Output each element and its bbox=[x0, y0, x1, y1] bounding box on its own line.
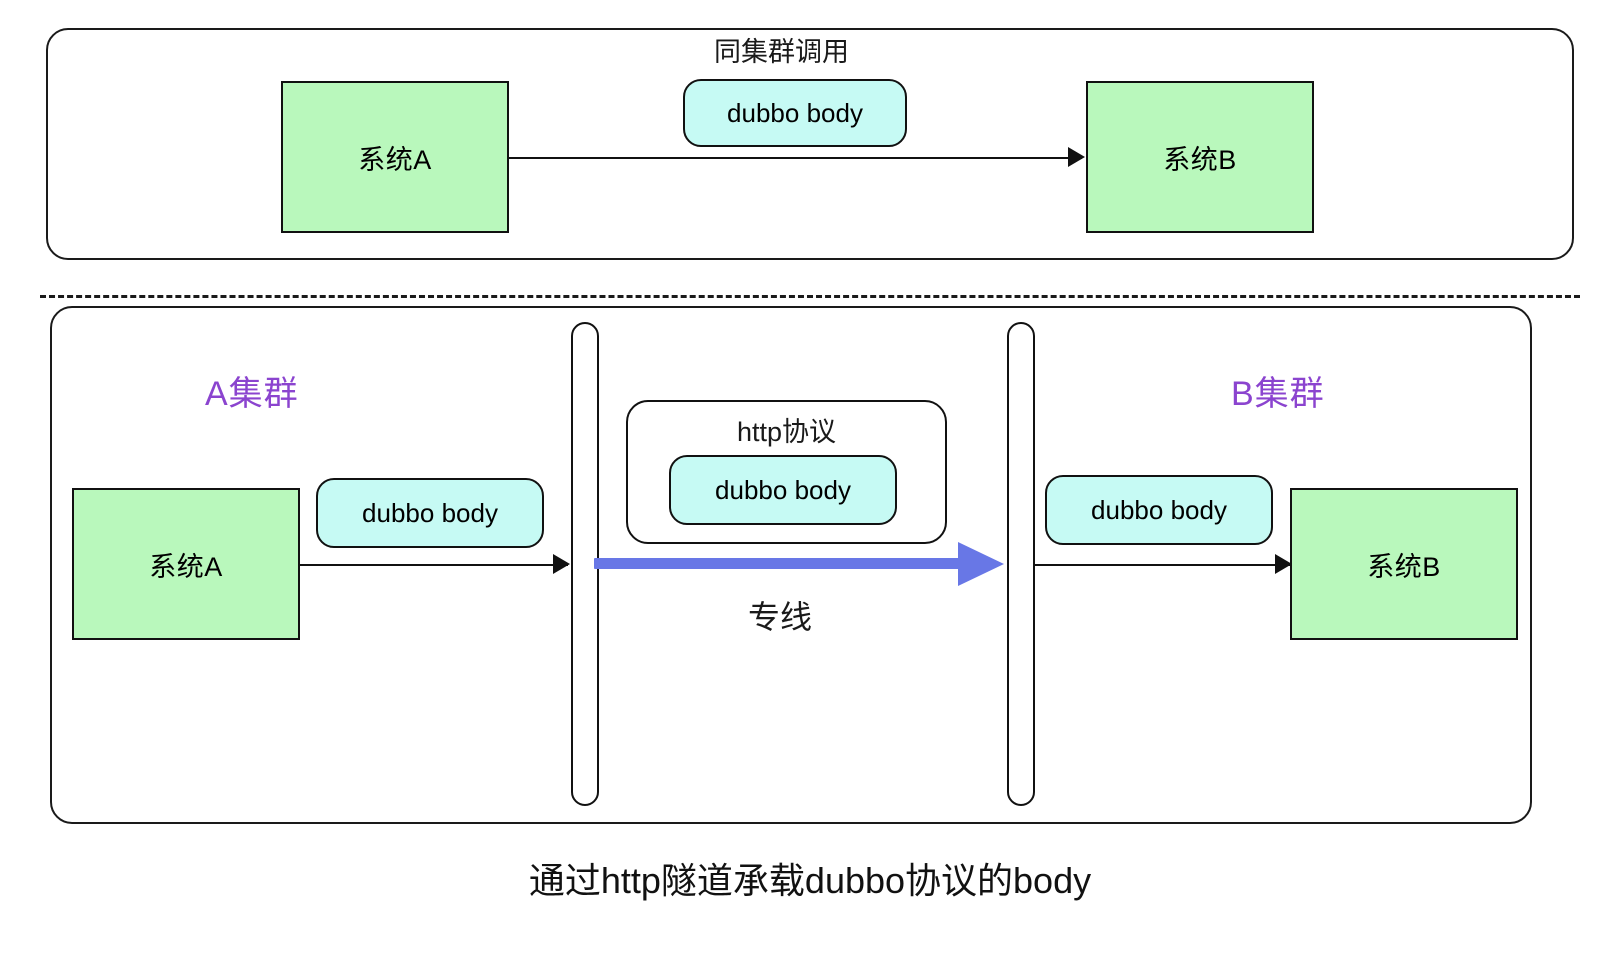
panel-divider bbox=[40, 295, 1580, 298]
top-call-line bbox=[509, 157, 1082, 159]
http-protocol-label: http协议 bbox=[736, 417, 837, 447]
left-call-line bbox=[300, 564, 568, 566]
right-call-arrowhead bbox=[1275, 554, 1292, 574]
top-call-arrowhead bbox=[1068, 147, 1085, 167]
top-system-a: 系统A bbox=[281, 81, 509, 233]
right-dubbo-body-pill: dubbo body bbox=[1045, 475, 1273, 545]
bottom-system-b: 系统B bbox=[1290, 488, 1518, 640]
dedicated-line-arrowhead bbox=[958, 542, 1004, 586]
top-dubbo-body-pill: dubbo body bbox=[683, 79, 907, 147]
left-dubbo-body-pill: dubbo body bbox=[316, 478, 544, 548]
tunnel-dubbo-body-pill: dubbo body bbox=[669, 455, 897, 525]
dedicated-line-label: 专线 bbox=[748, 599, 813, 635]
cluster-label-b: B集群 bbox=[1231, 375, 1325, 413]
diagram-caption: 通过http隧道承载dubbo协议的body bbox=[528, 860, 1092, 901]
left-call-arrowhead bbox=[553, 554, 570, 574]
cluster-boundary-b bbox=[1007, 322, 1035, 806]
dedicated-line-bar bbox=[594, 558, 960, 569]
cluster-label-a: A集群 bbox=[205, 375, 299, 413]
same-cluster-title: 同集群调用 bbox=[714, 37, 849, 67]
bottom-system-a: 系统A bbox=[72, 488, 300, 640]
top-system-b: 系统B bbox=[1086, 81, 1314, 233]
right-call-line bbox=[1035, 564, 1293, 566]
